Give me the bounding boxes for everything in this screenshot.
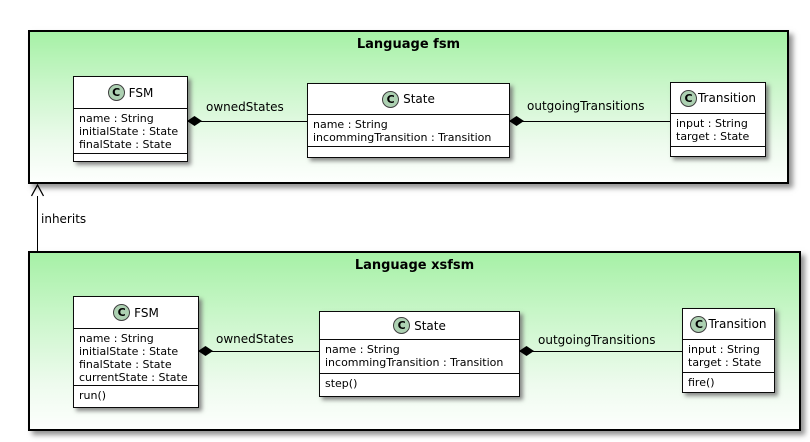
class-icon: C xyxy=(679,89,697,107)
association-line xyxy=(520,351,682,352)
class-method: run() xyxy=(79,389,107,402)
class-attribute: incommingTransition : Transition xyxy=(325,356,504,369)
attributes-compartment: input : String target : State xyxy=(671,114,765,147)
class-attribute: incommingTransition : Transition xyxy=(313,131,492,144)
package-title: Language xsfsm xyxy=(354,258,475,273)
class-attribute: input : String xyxy=(676,117,748,130)
class-attribute: currentState : State xyxy=(79,371,188,384)
class-icon: C xyxy=(113,304,131,321)
class-box-state: C State name : String incommingTransitio… xyxy=(307,83,510,158)
class-header: C FSM xyxy=(74,77,187,109)
class-attribute: target : State xyxy=(688,356,762,369)
class-name: Transition xyxy=(708,317,767,331)
attributes-compartment: name : String initialState : State final… xyxy=(74,109,187,154)
composition-diamond-icon xyxy=(198,346,213,356)
class-attribute: name : String xyxy=(79,332,154,345)
attributes-compartment: name : String initialState : State final… xyxy=(74,329,198,386)
methods-compartment: fire() xyxy=(683,373,774,392)
class-header: C State xyxy=(308,84,509,115)
class-icon: C xyxy=(393,317,411,334)
class-attribute: target : State xyxy=(676,130,750,143)
attributes-compartment: name : String incommingTransition : Tran… xyxy=(320,340,519,374)
methods-compartment: run() xyxy=(74,386,198,407)
edge-label-ownedstates: ownedStates xyxy=(216,332,294,346)
class-box-state-xsfsm: C State name : String incommingTransitio… xyxy=(319,311,520,397)
class-attribute: initialState : State xyxy=(79,125,179,138)
attributes-compartment: name : String incommingTransition : Tran… xyxy=(308,115,509,147)
inherits-label: inherits xyxy=(41,212,87,226)
class-name: State xyxy=(414,318,446,333)
class-icon: C xyxy=(107,84,125,101)
composition-diamond-icon xyxy=(519,346,534,356)
inheritance-line xyxy=(37,196,38,252)
class-header: C Transition xyxy=(683,309,774,340)
class-name: Transition xyxy=(697,91,757,105)
association-line xyxy=(188,121,307,122)
class-header: C State xyxy=(320,312,519,340)
composition-diamond-icon xyxy=(509,116,524,126)
class-box-transition-xsfsm: C Transition input : String target : Sta… xyxy=(682,308,775,393)
edge-label-outgoingtransitions: outgoingTransitions xyxy=(538,333,656,347)
edge-label-outgoingtransitions: outgoingTransitions xyxy=(527,99,645,113)
package-title: Language fsm xyxy=(356,37,461,52)
class-attribute: input : String xyxy=(688,343,760,356)
class-icon: C xyxy=(690,315,708,333)
class-name: State xyxy=(403,92,435,106)
class-method: step() xyxy=(325,377,358,390)
composition-diamond-icon xyxy=(187,116,202,126)
class-name: FSM xyxy=(128,85,154,100)
class-header: C Transition xyxy=(671,83,765,114)
attributes-compartment: input : String target : State xyxy=(683,340,774,373)
inheritance-arrow-icon xyxy=(30,184,45,197)
class-box-transition: C Transition input : String target : Sta… xyxy=(670,82,766,157)
class-box-fsm: C FSM name : String initialState : State… xyxy=(73,76,188,162)
association-line xyxy=(510,121,670,122)
class-box-fsm-xsfsm: C FSM name : String initialState : State… xyxy=(73,296,199,408)
class-attribute: name : String xyxy=(79,112,154,125)
association-line xyxy=(199,351,319,352)
class-attribute: finalState : State xyxy=(79,138,172,151)
class-header: C FSM xyxy=(74,297,198,329)
class-attribute: finalState : State xyxy=(79,358,172,371)
edge-label-ownedstates: ownedStates xyxy=(206,100,284,114)
methods-compartment-empty xyxy=(74,154,187,161)
methods-compartment-empty xyxy=(308,147,509,157)
class-attribute: name : String xyxy=(313,118,388,131)
class-attribute: initialState : State xyxy=(79,345,179,358)
methods-compartment: step() xyxy=(320,374,519,396)
class-method: fire() xyxy=(688,376,715,389)
class-attribute: name : String xyxy=(325,343,400,356)
methods-compartment-empty xyxy=(671,147,765,156)
class-icon: C xyxy=(382,90,400,108)
class-name: FSM xyxy=(134,305,159,320)
